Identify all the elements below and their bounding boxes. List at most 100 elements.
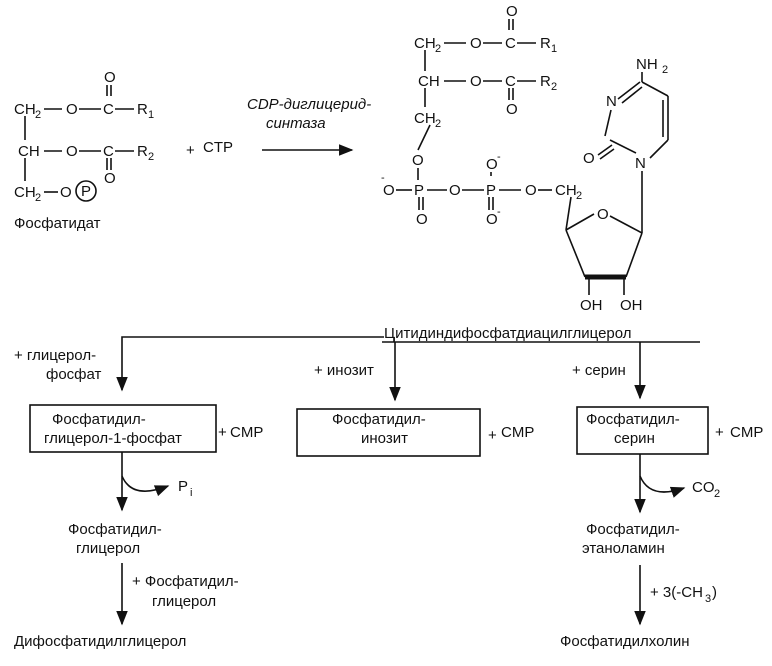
svg-text:-: - <box>497 206 501 218</box>
svg-text:O: O <box>470 73 482 90</box>
left-product-line2: глицерол <box>76 540 140 557</box>
right-final-product: Фосфатидилхолин <box>560 633 690 650</box>
right-plus: + <box>715 424 724 441</box>
right-box-line1: Фосфатидил- <box>586 411 680 428</box>
svg-text:-: - <box>381 172 385 184</box>
svg-text:O: O <box>412 152 424 169</box>
svg-text:2: 2 <box>662 64 668 76</box>
svg-text:OH: OH <box>580 297 603 314</box>
middle-box-line1: Фосфатидил- <box>332 411 426 428</box>
svg-text:CH: CH <box>414 110 436 127</box>
svg-text:O: O <box>104 69 116 86</box>
intermediate-label: Цитидиндифосфатдиацилглицерол <box>384 325 632 342</box>
co2-subscript: 2 <box>714 488 720 500</box>
svg-text:O: O <box>506 101 518 118</box>
svg-text:O: O <box>60 184 72 201</box>
right-cmp: CMP <box>730 424 763 441</box>
right-reagent: + серин <box>572 362 626 379</box>
pi-label: P <box>178 478 188 495</box>
left-reagent-line2: фосфат <box>46 366 102 383</box>
co2-label: CO <box>692 479 715 496</box>
left-box-line2: глицерол-1-фосфат <box>44 430 182 447</box>
svg-text:O: O <box>470 35 482 52</box>
svg-text:O: O <box>66 101 78 118</box>
box-phosphatidylinositol <box>296 408 481 457</box>
enzyme-label-line1: CDP-диглицерид- <box>247 96 371 113</box>
svg-text:R: R <box>540 35 551 52</box>
middle-plus: + <box>488 427 497 444</box>
svg-text:O: O <box>416 211 428 228</box>
svg-text:2: 2 <box>435 118 441 130</box>
methylation-subscript: 3 <box>705 593 711 605</box>
svg-text:C: C <box>505 35 516 52</box>
svg-text:2: 2 <box>576 190 582 202</box>
svg-text:P: P <box>81 183 91 200</box>
svg-text:C: C <box>505 73 516 90</box>
svg-text:O: O <box>66 143 78 160</box>
right-product-line1: Фосфатидил- <box>586 521 680 538</box>
svg-text:R: R <box>137 101 148 118</box>
svg-text:O: O <box>449 182 461 199</box>
svg-text:2: 2 <box>435 43 441 55</box>
svg-text:CH: CH <box>14 101 36 118</box>
svg-text:CH: CH <box>418 73 440 90</box>
svg-text:C: C <box>103 101 114 118</box>
methylation-close: ) <box>712 584 717 601</box>
svg-text:O: O <box>506 3 518 20</box>
svg-text:R: R <box>540 73 551 90</box>
svg-text:1: 1 <box>551 43 557 55</box>
svg-text:NH: NH <box>636 56 658 73</box>
ctp-label: CTP <box>203 139 233 156</box>
box-phosphatidylglycerol-phosphate <box>29 404 217 453</box>
right-box-line2: серин <box>614 430 655 447</box>
left-reagent-line1: + глицерол- <box>14 347 96 364</box>
svg-text:P: P <box>414 182 424 199</box>
svg-text:OH: OH <box>620 297 643 314</box>
svg-text:O: O <box>104 170 116 187</box>
svg-text:CH: CH <box>414 35 436 52</box>
svg-text:2: 2 <box>35 192 41 204</box>
svg-text:C: C <box>103 143 114 160</box>
svg-text:R: R <box>137 143 148 160</box>
pi-subscript: i <box>190 487 192 499</box>
right-product-line2: этаноламин <box>582 540 665 557</box>
svg-text:O: O <box>486 156 498 173</box>
left-plus: + <box>218 424 227 441</box>
middle-box-line2: инозит <box>361 430 408 447</box>
plus-ctp: + <box>186 142 195 159</box>
methylation-reagent: + 3(-CH <box>650 584 703 601</box>
svg-text:O: O <box>583 150 595 167</box>
left-product-line1: Фосфатидил- <box>68 521 162 538</box>
left-reagent2-line2: глицерол <box>152 593 216 610</box>
svg-text:N: N <box>635 155 646 172</box>
middle-reagent: + инозит <box>314 362 374 379</box>
box-phosphatidylserine <box>576 406 709 455</box>
svg-text:1: 1 <box>148 109 154 121</box>
left-box-line1: Фосфатидил- <box>52 411 146 428</box>
left-reagent2-line1: + Фосфатидил- <box>132 573 239 590</box>
svg-text:O: O <box>383 182 395 199</box>
svg-text:2: 2 <box>35 109 41 121</box>
svg-text:-: - <box>497 151 501 163</box>
pi-release-arrow <box>121 475 170 497</box>
svg-text:O: O <box>597 206 609 223</box>
middle-cmp: CMP <box>501 424 534 441</box>
svg-text:CH: CH <box>18 143 40 160</box>
svg-text:O: O <box>486 211 498 228</box>
enzyme-label-line2: синтаза <box>266 115 326 132</box>
left-cmp: CMP <box>230 424 263 441</box>
co2-release-arrow <box>639 475 686 498</box>
svg-text:O: O <box>525 182 537 199</box>
svg-text:CH: CH <box>555 182 577 199</box>
arrow-to-left-branch <box>116 336 384 392</box>
substrate-label: Фосфатидат <box>14 215 101 232</box>
svg-text:N: N <box>606 93 617 110</box>
svg-text:2: 2 <box>148 151 154 163</box>
phosphate-circle <box>75 180 97 202</box>
left-final-product: Дифосфатидилглицерол <box>14 633 186 650</box>
svg-text:P: P <box>486 182 496 199</box>
